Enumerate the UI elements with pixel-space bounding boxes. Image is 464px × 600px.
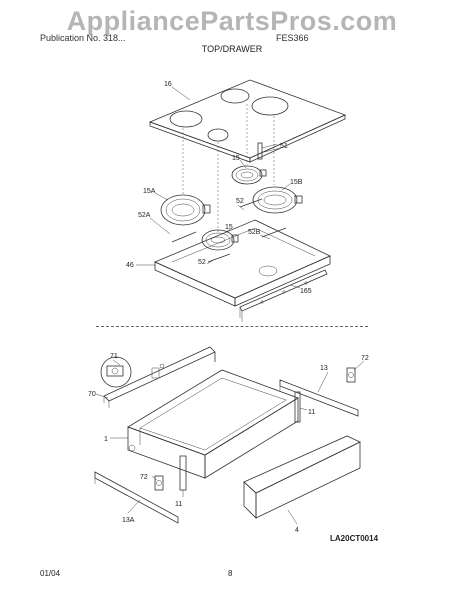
callout-70: 70	[88, 391, 96, 398]
radiant-element-15-bottom	[201, 229, 239, 251]
callout-4: 4	[295, 527, 299, 534]
callout-15b: 15B	[290, 179, 303, 186]
diagram-code: LA20CT0014	[330, 534, 379, 543]
callout-52-bottom: 52	[198, 259, 206, 266]
inset-circle-71	[100, 356, 132, 388]
bracket-51	[257, 142, 278, 160]
drawer-rail-13a	[94, 471, 179, 524]
section-title: TOP/DRAWER	[201, 44, 263, 54]
watermark: AppliancePartsPros.com	[66, 6, 398, 36]
callout-16: 16	[164, 81, 172, 88]
callout-165: 165	[300, 288, 312, 295]
callout-11-left: 11	[175, 501, 182, 508]
callout-15a: 15A	[143, 188, 156, 195]
top-leader-lines	[136, 86, 301, 289]
callout-52b: 52B	[248, 229, 261, 236]
callout-51: 51	[280, 143, 288, 150]
callout-72-right: 72	[361, 355, 369, 362]
callout-13-right: 13	[320, 365, 328, 372]
drawer-body-1	[127, 369, 299, 479]
drawer-rail-left-70	[103, 346, 216, 408]
alignment-lines	[182, 104, 275, 232]
callout-15-bottom: 15	[225, 224, 233, 231]
footer-page-number: 8	[228, 569, 233, 578]
burner-box	[153, 198, 331, 307]
callout-11-right: 11	[308, 409, 315, 416]
callout-labels: 16 51 15 15B 15A 52 52A 15 52B 52 46 165…	[88, 81, 369, 534]
callout-71: 71	[110, 353, 118, 360]
radiant-element-15-top	[231, 165, 267, 185]
glass-cooktop	[148, 79, 347, 163]
drawer-rail-right-13	[279, 379, 359, 417]
rail-165	[239, 269, 328, 322]
model-number: FES366	[276, 33, 309, 43]
callout-15-top: 15	[232, 155, 240, 162]
callout-52-top: 52	[236, 198, 244, 205]
roller-72-left	[154, 475, 164, 491]
callout-46: 46	[126, 262, 134, 269]
drawer-front-4	[243, 435, 361, 519]
bottom-leader-lines	[95, 359, 365, 525]
bracket-11-right	[294, 391, 301, 423]
footer-date: 01/04	[40, 569, 61, 578]
bracket-11-left	[179, 455, 187, 491]
callout-72-left: 72	[140, 474, 148, 481]
section-divider	[96, 326, 368, 327]
callout-1: 1	[104, 436, 108, 443]
callout-13a: 13A	[122, 517, 135, 524]
roller-72-right	[346, 367, 356, 383]
callout-52a: 52A	[138, 212, 151, 219]
radiant-element-15b	[252, 186, 303, 214]
publication-number: Publication No. 318...	[40, 33, 126, 43]
radiant-element-15a	[160, 194, 211, 226]
